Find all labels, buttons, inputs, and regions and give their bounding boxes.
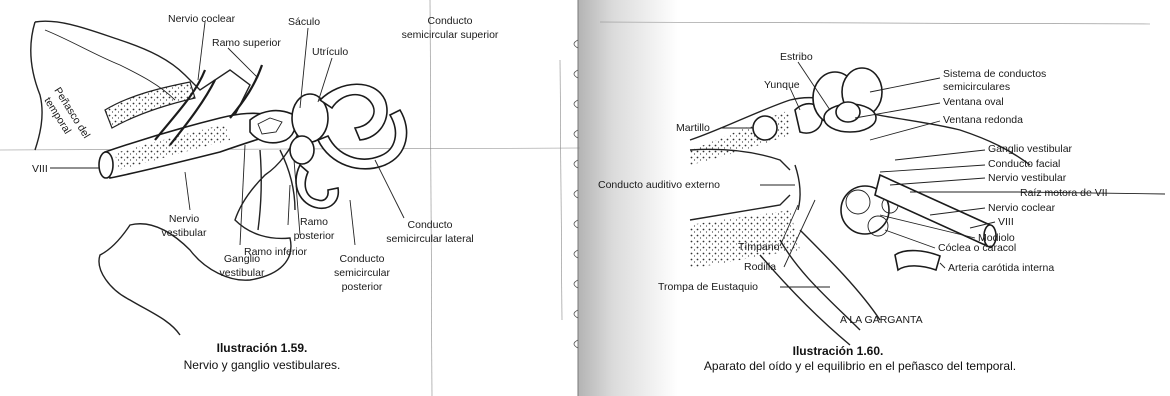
label-trompa: Trompa de Eustaquio [658,281,758,293]
figure-1-59: Nervio coclear Ramo superior Sáculo Utrí… [0,0,580,396]
label-nervio-vest-2: vestibular [162,227,207,239]
label-viii-right: VIII [998,216,1014,228]
label-utriculo: Utrículo [312,46,348,58]
timpano-shape [795,165,800,210]
label-nervio-vestibular: Nervio vestibular [988,172,1067,184]
conducto-superior [320,84,387,140]
label-cond-post-1: Conducto [340,253,385,265]
label-ramo-superior: Ramo superior [212,37,281,49]
scan-guide-top [600,22,1150,24]
label-estribo: Estribo [780,51,813,63]
saculo-body [290,136,314,164]
caption-1-60-text: Aparato del oído y el equilibrio en el p… [704,359,1016,373]
binding-marks [574,40,578,348]
label-nervio-coclear: Nervio coclear [988,202,1056,214]
scan-shading [578,0,678,396]
label-arteria: Arteria carótida interna [948,262,1054,274]
label-nervio-coclear: Nervio coclear [168,13,236,25]
arteria-carotida [895,251,940,270]
label-sistema-2: semicirculares [943,81,1010,93]
label-sistema-1: Sistema de conductos [943,68,1046,80]
label-cond-post-2: semicircular [334,267,391,279]
caption-1-60-title: Ilustración 1.60. [793,344,884,358]
martillo-shape [753,116,777,140]
label-coclea: Cóclea o caracol [938,242,1016,254]
nerve-viii-cut-end [99,152,113,178]
label-cond-lat-1: Conducto [408,219,453,231]
petrous-bone-apex [31,22,42,150]
label-ventana-redonda: Ventana redonda [943,114,1023,126]
label-ramo-post-2: posterior [294,230,335,242]
caption-1-59-title: Ilustración 1.59. [217,341,308,355]
label-nervio-vest-1: Nervio [169,213,200,225]
scan-guide-vertical [430,0,432,396]
ramo-inferior-nerve [258,150,261,230]
conducto-lateral [296,165,338,208]
label-ganglio-2: vestibular [220,267,265,279]
vestibule [836,102,860,122]
label-timpano: Tímpano [738,241,780,253]
scan-guide-vertical-2 [560,60,562,320]
label-ramo-post-1: Ramo [300,216,328,228]
label-ventana-oval: Ventana oval [943,96,1004,108]
caption-1-59-text: Nervio y ganglio vestibulares. [184,358,341,372]
label-raiz-motora: Raíz motora de VII [1020,187,1108,199]
label-conducto-facial: Conducto facial [988,158,1060,170]
label-rodilla: Rodilla [744,261,776,273]
label-cond-sup-2: semicircular superior [402,29,499,41]
coclear-nerve-body [105,82,195,128]
label-martillo: Martillo [676,122,710,134]
label-conducto-auditivo: Conducto auditivo externo [598,179,720,191]
ganglio-vestibular [250,111,295,143]
label-ganglio-1: Ganglio [224,253,260,265]
bone-stipple-top [690,110,790,165]
label-garganta: A LA GARGANTA [840,314,923,326]
label-cond-lat-2: semicircular lateral [386,233,474,245]
label-cond-sup-1: Conducto [428,15,473,27]
figure-1-60: Estribo Yunque Sistema de conductos semi… [574,0,1165,396]
label-yunque: Yunque [764,79,800,91]
label-saculo: Sáculo [288,16,320,28]
label-cond-post-3: posterior [342,281,383,293]
label-ganglio-vestibular: Ganglio vestibular [988,143,1073,155]
eustachian-tube-upper [800,230,880,320]
label-viii: VIII [32,163,48,175]
